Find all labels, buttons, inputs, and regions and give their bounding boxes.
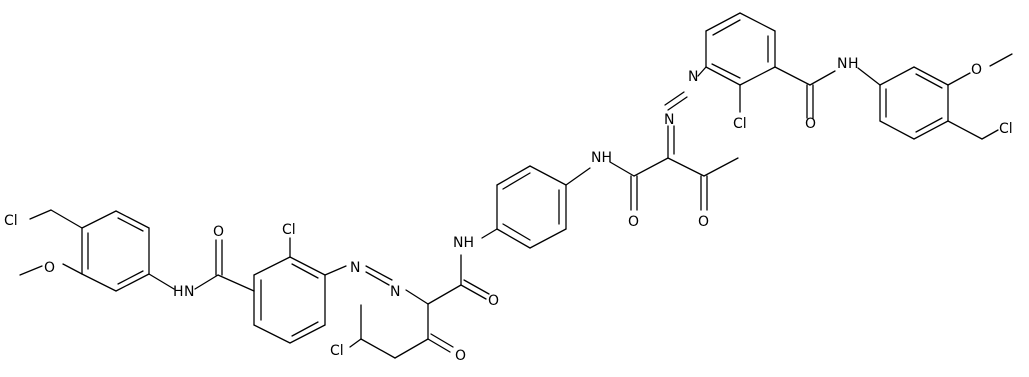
- left-c-amide-bond: [427, 284, 462, 305]
- left-keto-co-a: [427, 338, 451, 353]
- left-ch2-bond-1: [50, 209, 83, 229]
- right-keto-ch3: [703, 157, 739, 177]
- left-amide-co-a: [460, 284, 487, 300]
- atom-label-cl-ch2cl-right: Cl: [999, 121, 1013, 137]
- center-nh-ring-bond: [481, 228, 498, 239]
- atom-label-n-amide-right: N: [837, 56, 847, 72]
- central-phenylene-ring: [496, 165, 567, 249]
- right-ch2-bond-2: [981, 129, 999, 140]
- atom-label-o-keto-right: O: [698, 214, 709, 230]
- atom-label-n-amide-left: N: [184, 284, 194, 300]
- atom-label-o-keto-left: O: [455, 348, 466, 364]
- left-ome-bond-1: [62, 263, 83, 275]
- atom-label-n-azo-left-2: N: [390, 284, 400, 300]
- left-ch-cl-bond: [349, 338, 362, 348]
- left-n-c-bond: [194, 274, 219, 290]
- right-ch2-bond-1: [947, 120, 983, 140]
- atom-label-n-azo-right-2: N: [688, 69, 698, 85]
- right-chlorophenyl-ring: [705, 12, 776, 86]
- left-keto-ch2-bond: [394, 338, 429, 359]
- right-azo-ring-bond: [697, 66, 707, 77]
- atom-label-o-methoxy-right: O: [971, 62, 982, 78]
- left-ring-n-bond: [148, 273, 175, 290]
- atom-label-o-methoxy-left: O: [44, 260, 55, 276]
- atom-label-o-center-amide-left: O: [488, 293, 499, 309]
- left-azo-double-b: [365, 271, 390, 286]
- ring-right-nh-bond: [565, 167, 591, 186]
- left-n-c-hydrazone: [405, 289, 429, 305]
- atom-label-nh-center-left: NH: [453, 235, 474, 251]
- right-nh-c-bond: [609, 161, 635, 177]
- right-nh-ring-bond: [857, 67, 881, 86]
- right-ome-bond-1: [947, 72, 971, 86]
- right-c-keto: [667, 157, 705, 177]
- right-c-nh-bond: [809, 70, 836, 86]
- left-amide-co-b: [463, 279, 490, 295]
- right-ome-bond-2: [989, 53, 1013, 67]
- left-keto-co-b: [430, 333, 454, 348]
- right-aryl-ring: [879, 66, 949, 140]
- atom-label-nh-center-right: NH: [591, 150, 612, 166]
- left-ring-azo-bond: [324, 265, 347, 276]
- left-c-aryl-bond: [217, 274, 255, 292]
- atom-label-n-azo-right-1: N: [664, 112, 674, 128]
- right-nn-b: [664, 91, 685, 106]
- right-amide-c-c: [633, 157, 669, 177]
- atom-label-cl-aryl-left: Cl: [282, 222, 296, 238]
- right-aryl-c-bond: [774, 66, 811, 86]
- atom-label-h-amide-right: H: [848, 56, 859, 72]
- atom-label-cl-chloropropyl: Cl: [330, 343, 344, 359]
- atom-label-cl-aryl-right: Cl: [733, 116, 747, 132]
- left-chlorophenyl-ring: [253, 256, 326, 344]
- left-aryl-ring: [81, 210, 150, 292]
- atom-label-o-amide-left: O: [213, 224, 224, 240]
- atom-label-o-center-amide-right: O: [628, 214, 639, 230]
- atom-label-n-azo-left-1: N: [350, 260, 360, 276]
- atom-label-cl-ch2cl-left: Cl: [4, 213, 18, 229]
- atom-label-h-amide-left: H: [173, 284, 184, 300]
- right-nn-a: [667, 96, 688, 111]
- left-ch2-ch-bond: [360, 338, 396, 359]
- atom-label-o-amide-right: O: [805, 116, 816, 132]
- left-ch2-bond-2: [29, 209, 52, 220]
- left-azo-double-a: [365, 265, 393, 281]
- left-ome-bond-2: [19, 265, 43, 276]
